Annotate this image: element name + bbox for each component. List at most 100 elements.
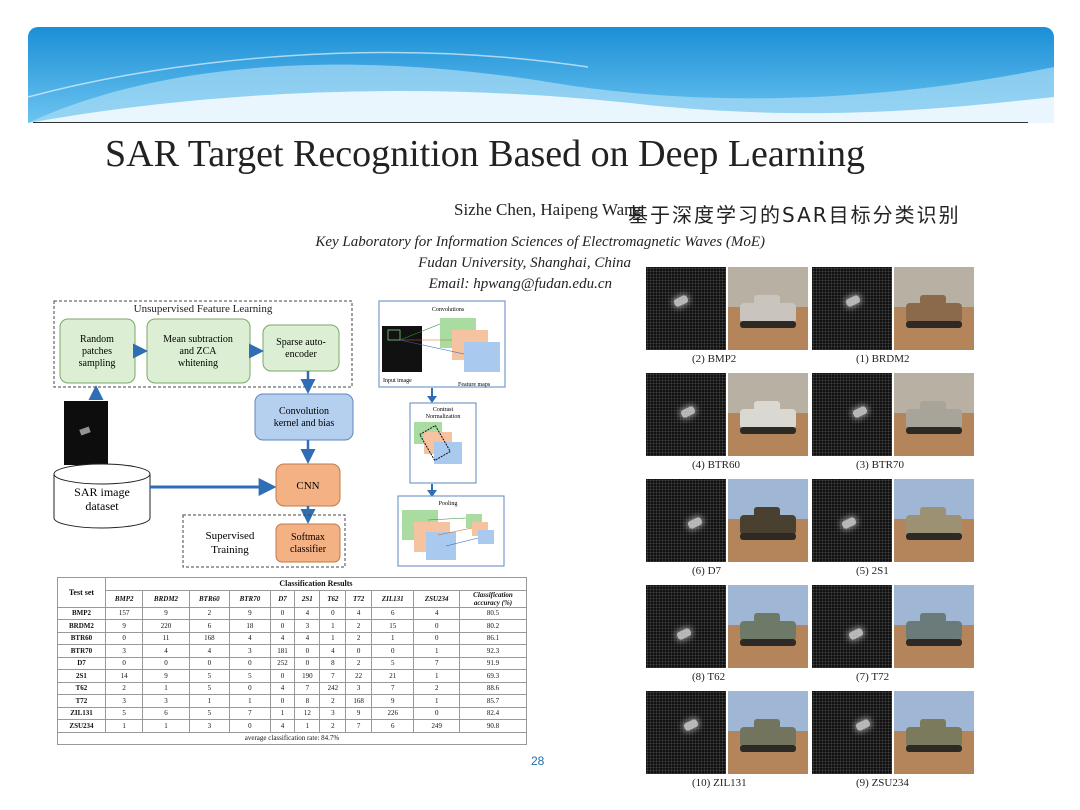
gallery-caption: (1) BRDM2 [856,353,910,365]
sar-image [812,479,892,562]
table-cell: 3 [345,681,372,695]
vehicle-photo [894,691,974,774]
mean-line-3: whitening [178,358,218,369]
table-cell: 22 [345,669,372,683]
table-cell: 21 [370,669,415,683]
sar-image [646,373,726,456]
row-label: ZIL131 [57,706,106,720]
vehicle-photo [728,691,808,774]
sar-image [646,479,726,562]
table-cell: 1 [413,644,460,658]
softmax-line-1: Softmax [291,532,325,543]
table-cell: 0 [229,681,271,695]
row-label: T62 [57,681,106,695]
table-cell: 4 [229,631,271,645]
accuracy-cell: 86.1 [459,631,527,645]
vehicle-photo [894,267,974,350]
accuracy-cell: 69.3 [459,669,527,683]
column-header: ZIL131 [370,589,415,608]
dataset-line-2: dataset [85,499,119,513]
table-cell: 9 [370,694,415,708]
table-cell: 4 [188,644,231,658]
sparse-line-2: encoder [285,349,317,360]
vehicle-photo [894,479,974,562]
table-cell: 6 [188,619,231,633]
table-cell: 9 [104,619,144,633]
row-label: BRDM2 [57,619,106,633]
supervised-line-2: Training [211,544,249,556]
table-cell: 14 [104,669,144,683]
supervised-region [182,514,346,568]
table-cell: 3 [294,619,321,633]
table-cell: 1 [370,631,415,645]
table-cell: 0 [294,656,321,670]
sar-image [646,691,726,774]
chinese-title: 基于深度学习的SAR目标分类识别 [628,203,961,227]
sparse-autoencoder-box [262,324,340,372]
column-header: ZSU234 [413,589,460,608]
vehicle-photo [894,373,974,456]
table-cell: 15 [370,619,415,633]
table-cell: 6 [370,606,415,620]
contrast-line-1: Contrast [433,407,454,413]
table-cell: 0 [142,656,190,670]
column-header: BTR60 [188,589,231,608]
table-cell: 9 [229,606,271,620]
table-cell: 226 [370,706,415,720]
gallery-caption: (9) ZSU234 [856,777,909,789]
table-cell: 3 [142,694,190,708]
classification-results-header: Classification Results [104,577,528,591]
column-header: BRDM2 [142,589,190,608]
table-cell: 7 [229,706,271,720]
gallery-row: (10) ZIL131 (9) ZSU234 [646,691,976,791]
vehicle-gallery: (2) BMP2(1) BRDM2(4) BTR60(3) BTR70(6) D… [646,267,978,797]
dataset-cylinder [53,463,151,485]
affiliation-line-1: Key Laboratory for Information Sciences … [315,234,765,250]
table-cell: 8 [294,694,321,708]
gallery-row: (8) T62(7) T72 [646,585,976,685]
table-cell: 0 [413,631,460,645]
table-cell: 1 [319,619,347,633]
column-header: BTR70 [229,589,271,608]
gallery-caption: (8) T62 [692,671,726,683]
feature-learning-flowchart: Unsupervised Feature Learning Random pat… [53,300,354,568]
accuracy-header-line-2: accuracy (%) [473,598,513,607]
softmax-line-2: classifier [290,544,327,555]
supervised-line-1: Supervised [206,530,255,542]
table-cell: 9 [142,669,190,683]
table-cell: 1 [294,719,321,733]
accuracy-cell: 90.8 [459,719,527,733]
affiliation-line-3: Email: hpwang@fudan.edu.cn [428,276,612,292]
slide-title: SAR Target Recognition Based on Deep Lea… [105,133,865,175]
table-cell: 6 [370,719,415,733]
table-cell: 3 [229,644,271,658]
table-cell: 7 [345,719,372,733]
table-cell: 190 [294,669,321,683]
random-line-2: patches [82,346,112,357]
gallery-row: (2) BMP2 (1) BRDM2 [646,267,976,367]
gallery-caption: (10) ZIL131 [692,777,747,789]
table-cell: 0 [413,619,460,633]
table-cell: 7 [294,681,321,695]
table-cell: 5 [188,681,231,695]
table-cell: 4 [345,606,372,620]
column-header: T62 [319,589,347,608]
gallery-caption: (4) BTR60 [692,459,740,471]
table-cell: 0 [345,644,372,658]
dataset-line-1: SAR image [74,485,130,499]
table-cell: 0 [319,606,347,620]
table-cell: 0 [188,656,231,670]
cnn-label: CNN [296,480,319,492]
table-cell: 168 [345,694,372,708]
kernel-line-1: Convolution [279,406,329,417]
accuracy-cell: 80.2 [459,619,527,633]
gallery-caption: (2) BMP2 [692,353,737,365]
table-cell: 0 [104,631,144,645]
column-header: BMP2 [104,589,144,608]
